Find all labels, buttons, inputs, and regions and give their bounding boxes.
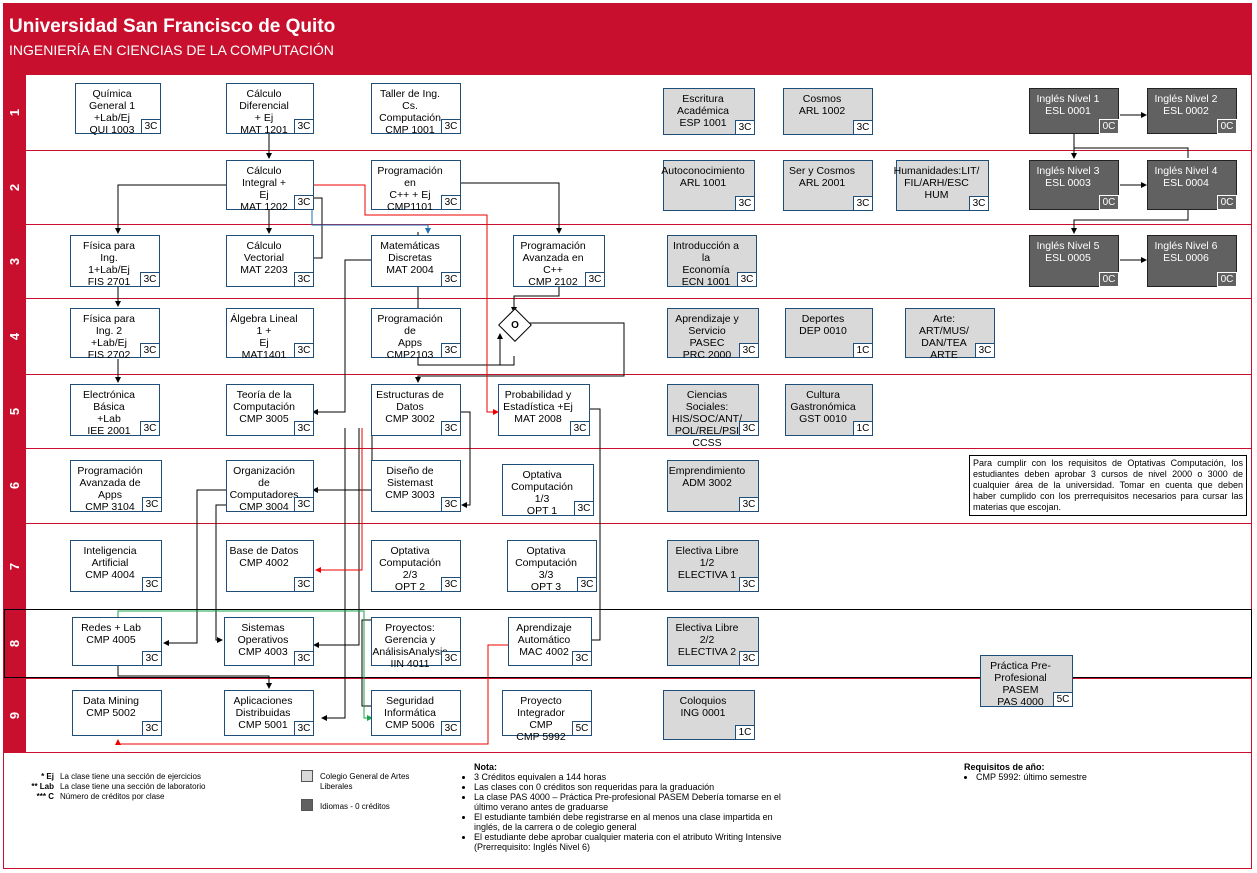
row-label-3: 3 <box>4 224 26 298</box>
notes-title: Nota: <box>474 762 497 772</box>
note-item: El estudiante debe aprobar cualquier mat… <box>474 832 792 852</box>
row-label-9: 9 <box>4 678 26 752</box>
diamond-or-label: O <box>511 319 519 331</box>
course-ccss[interactable]: Ciencias Sociales: HIS/SOC/ANT/ POL/REL/… <box>667 384 759 449</box>
requisitos-title: Requisitos de año: <box>964 762 1045 772</box>
notes-block: Nota: 3 Créditos equivalen a 144 horas L… <box>462 762 792 852</box>
note-item: Las clases con 0 créditos son requeridas… <box>474 782 792 792</box>
row-divider <box>26 523 1251 524</box>
note-item: 3 Créditos equivalen a 144 horas <box>474 772 792 782</box>
header-stripe <box>4 61 1251 75</box>
row-divider <box>26 298 1251 299</box>
header-bar: Universidad San Francisco de Quito INGEN… <box>4 4 1251 61</box>
row-label-2: 2 <box>4 150 26 224</box>
row-label-4: 4 <box>4 298 26 374</box>
row-divider <box>26 224 1251 225</box>
note-item: El estudiante también debe registrarse e… <box>474 812 792 832</box>
course-iin4011[interactable]: Proyectos: Gerencia y AnálisisAnalysis I… <box>371 617 461 670</box>
row-divider <box>26 374 1251 375</box>
row-label-1: 1 <box>4 75 26 150</box>
legend-gray-label: Colegio General de Artes Liberales <box>320 772 410 791</box>
row-label-6: 6 <box>4 448 26 523</box>
row-divider <box>26 678 1251 679</box>
row-label-7: 7 <box>4 523 26 609</box>
row-divider <box>26 150 1251 151</box>
row-label-5: 5 <box>4 374 26 448</box>
row-divider <box>26 448 1251 449</box>
row-8-highlight <box>4 609 1252 678</box>
program-title: INGENIERÍA EN CIENCIAS DE LA COMPUTACIÓN <box>9 42 334 58</box>
page-frame <box>3 3 1252 869</box>
course-pas4000[interactable]: Práctica Pre- Profesional PASEM PAS 4000… <box>980 655 1073 708</box>
legend-dark-label: Idiomas - 0 créditos <box>320 802 390 811</box>
note-item: La clase PAS 4000 – Práctica Pre-profesi… <box>474 792 792 812</box>
requisito-item: CMP 5992: último semestre <box>976 772 1164 782</box>
requisitos-block: Requisitos de año: CMP 5992: último seme… <box>964 762 1164 782</box>
legend-gray-swatch <box>301 770 313 782</box>
row-label-8: 8 <box>4 609 26 678</box>
optativas-note: Para cumplir con los requisitos de Optat… <box>969 455 1247 516</box>
legend-dark-swatch <box>301 799 313 811</box>
university-title: Universidad San Francisco de Quito <box>9 16 336 37</box>
